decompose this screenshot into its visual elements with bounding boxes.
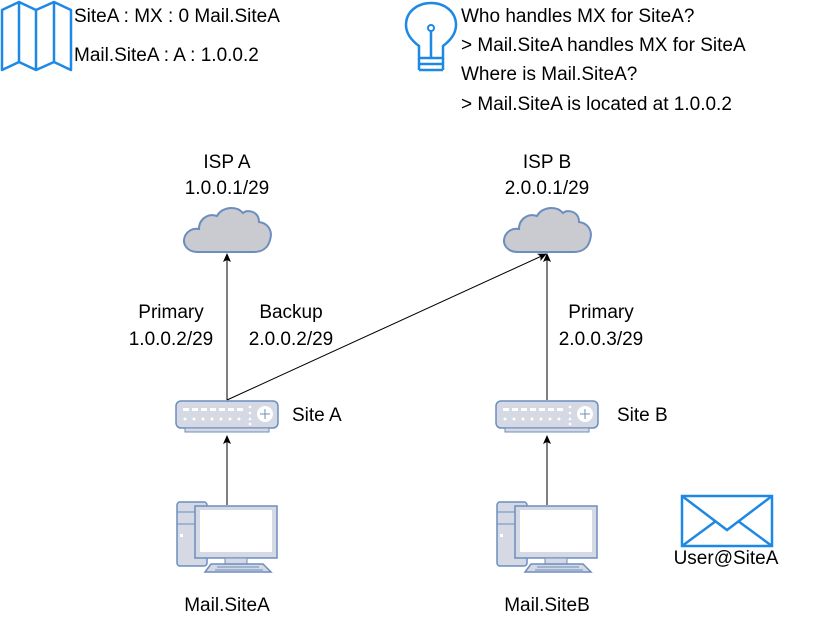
link-backup-address: 2.0.0.2/29 <box>248 329 334 350</box>
isp-b-name: ISP B <box>522 152 572 173</box>
question-mx: Who handles MX for SiteA? <box>461 6 695 27</box>
answer-mx: > Mail.SiteA handles MX for SiteA <box>461 35 746 56</box>
router-icon[interactable] <box>175 400 279 434</box>
server-mail-sitea-label: Mail.SiteA <box>184 595 270 616</box>
workstation-icon[interactable] <box>175 500 279 574</box>
cloud-icon[interactable] <box>180 203 274 255</box>
a-record-text: Mail.SiteA : A : 1.0.0.2 <box>74 45 259 66</box>
server-mail-siteb-label: Mail.SiteB <box>504 595 590 616</box>
question-a: Where is Mail.SiteA? <box>461 64 638 85</box>
router-icon[interactable] <box>495 400 599 434</box>
link-site-a-to-isp-b <box>226 253 547 401</box>
map-icon <box>0 0 73 72</box>
envelope-icon[interactable] <box>680 494 774 548</box>
cloud-icon[interactable] <box>500 203 594 255</box>
link-primary-a-role: Primary <box>138 302 204 323</box>
workstation-icon[interactable] <box>495 500 599 574</box>
router-site-a-label: Site A <box>292 405 342 426</box>
email-user-label: User@SiteA <box>673 548 779 569</box>
link-primary-b-address: 2.0.0.3/29 <box>558 329 644 350</box>
isp-a-name: ISP A <box>203 152 251 173</box>
link-backup-role: Backup <box>259 302 323 323</box>
router-site-b-label: Site B <box>617 405 668 426</box>
answer-a: > Mail.SiteA is located at 1.0.0.2 <box>461 94 732 115</box>
link-primary-a-address: 1.0.0.2/29 <box>128 329 214 350</box>
isp-a-address: 1.0.0.1/29 <box>184 178 270 199</box>
link-primary-b-role: Primary <box>568 302 634 323</box>
isp-b-address: 2.0.0.1/29 <box>504 178 590 199</box>
lightbulb-icon <box>404 1 458 72</box>
mx-record-text: SiteA : MX : 0 Mail.SiteA <box>74 6 280 27</box>
